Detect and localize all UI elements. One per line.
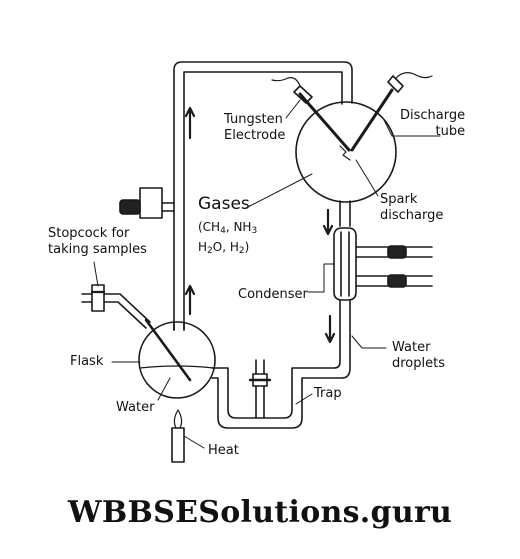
label-trap: Trap (314, 386, 342, 401)
label-heat: Heat (208, 443, 239, 458)
flask-water-line (139, 365, 215, 369)
condenser-arm-ext-bottom (405, 275, 433, 287)
label-condenser: Condenser (238, 287, 308, 302)
condenser-inner (340, 231, 350, 297)
condenser-arm-bottom (355, 275, 389, 287)
arrow-up-upper (184, 106, 196, 140)
tube-top-loop-inner (183, 71, 343, 331)
leader-trap (295, 393, 313, 405)
label-tungsten-electrode: Tungsten Electrode (224, 112, 286, 143)
leader-heat (183, 435, 205, 449)
spark-mark (339, 145, 351, 161)
label-gases-title: Gases (198, 194, 250, 214)
flask-inlet-tube (144, 318, 192, 382)
upper-stopcock (139, 187, 163, 219)
sampling-stopcock (91, 284, 105, 312)
wire-left (271, 77, 301, 87)
arrow-down-lower (324, 314, 336, 344)
leader-gases (245, 173, 313, 209)
electrode-right (350, 88, 394, 152)
burner (171, 427, 185, 463)
tube-sphere-outlet (339, 200, 351, 227)
condenser-body (333, 227, 357, 301)
burner-flame (173, 409, 183, 429)
discharge-sphere (295, 101, 397, 203)
condenser-arm-ext-top (405, 246, 433, 258)
electrode-right-sleeve (387, 75, 404, 93)
electrode-left-sleeve (293, 85, 313, 104)
electrode-left (298, 92, 351, 152)
flask-neck (173, 321, 185, 331)
label-water-droplets: Water droplets (392, 340, 445, 371)
label-discharge-tube: Discharge tube (400, 108, 466, 139)
leader-water (157, 377, 171, 401)
tube-top-loop (173, 61, 353, 331)
leader-spark (355, 159, 379, 197)
flask (138, 321, 216, 399)
label-stopcock: Stopcock for taking samples (48, 226, 147, 257)
leader-stopcock (93, 261, 99, 287)
leader-tungsten (285, 99, 301, 119)
label-gases-formula: (CH4, NH3 H2O, H2) (198, 220, 258, 256)
label-flask: Flask (70, 354, 104, 369)
wire-right (395, 72, 433, 79)
trap-stem (255, 359, 265, 419)
upper-stopcock-body (119, 199, 141, 215)
label-spark-discharge: Spark discharge (380, 192, 444, 223)
tube-condenser-outlet (211, 299, 341, 419)
arrow-down-upper (322, 208, 334, 236)
label-water: Water (116, 400, 155, 415)
arrow-up-lower (184, 284, 196, 316)
condenser-arm-top (355, 246, 389, 258)
watermark: WBBSESolutions.guru (67, 495, 453, 530)
condenser-clip-bottom (387, 274, 407, 288)
tube-condenser-outlet-inner (211, 299, 351, 429)
leader-discharge-tube (383, 119, 441, 137)
leader-condenser (307, 263, 335, 293)
condenser-clip-top (387, 245, 407, 259)
leader-water-droplets (351, 335, 387, 349)
